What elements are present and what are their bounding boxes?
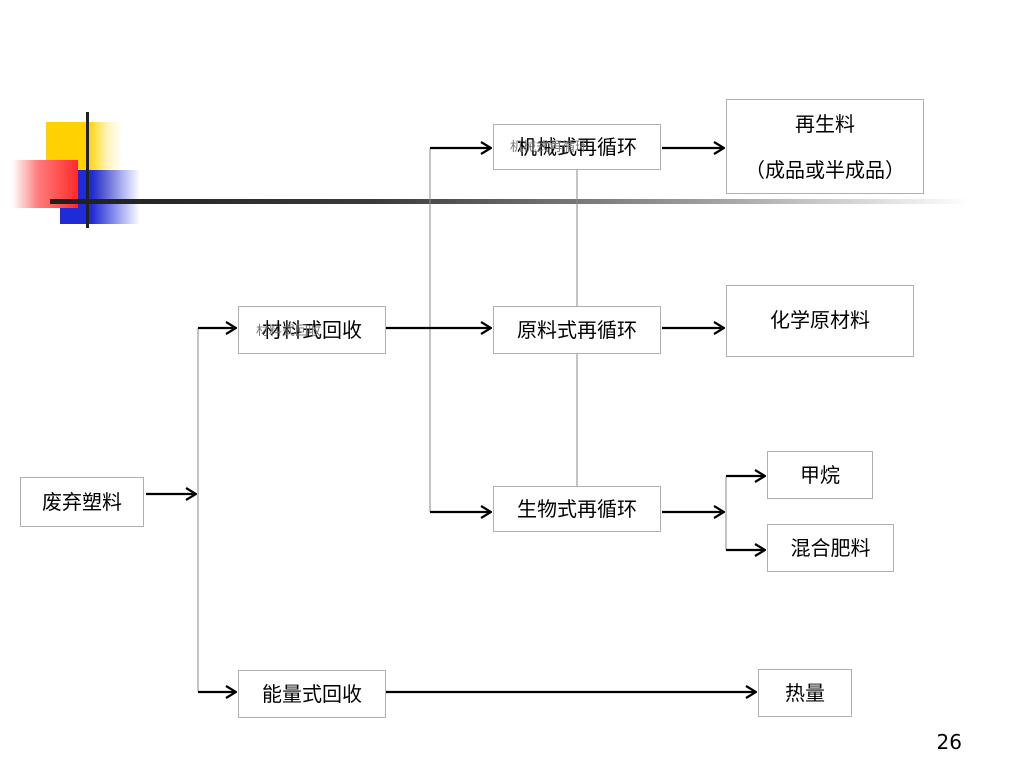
ghost-label-material: 材料式回收 (256, 324, 322, 339)
node-bio-recycle-label: 生物式再循环 (517, 497, 637, 521)
node-feedstock-recycle-label: 原料式再循环 (517, 318, 637, 342)
page-number: 26 (936, 730, 962, 754)
node-mechanical-recycle-label: 机械式再循环 (517, 135, 637, 159)
node-chemical-feedstock: 化学原材料 (726, 285, 914, 357)
node-recycled-material-line2: （成品或半成品） (745, 157, 905, 182)
node-methane: 甲烷 (767, 451, 873, 499)
deco-vertical-rule (86, 112, 89, 228)
node-material-recovery: 材料式回收 (238, 306, 386, 354)
node-waste-plastic: 废弃塑料 (20, 477, 144, 527)
node-material-recovery-label: 材料式回收 (262, 318, 362, 342)
node-energy-recovery: 能量式回收 (238, 670, 386, 718)
node-feedstock-recycle: 原料式再循环 (493, 306, 661, 354)
node-recycled-material: 再生料 （成品或半成品） (726, 99, 924, 194)
node-methane-label: 甲烷 (800, 463, 840, 487)
node-compost-label: 混合肥料 (790, 536, 871, 560)
node-waste-plastic-label: 废弃塑料 (42, 490, 122, 514)
ghost-label-mechanical: 机械式再循环 (510, 140, 589, 155)
node-bio-recycle: 生物式再循环 (493, 486, 661, 532)
node-mechanical-recycle: 机械式再循环 (493, 124, 661, 170)
deco-horizontal-rule (50, 199, 970, 204)
node-heat-label: 热量 (785, 681, 825, 705)
node-chemical-feedstock-label: 化学原材料 (770, 308, 870, 332)
node-compost: 混合肥料 (767, 524, 894, 572)
node-energy-recovery-label: 能量式回收 (262, 682, 362, 706)
node-heat: 热量 (758, 669, 852, 717)
node-recycled-material-line1: 再生料 (795, 111, 855, 136)
